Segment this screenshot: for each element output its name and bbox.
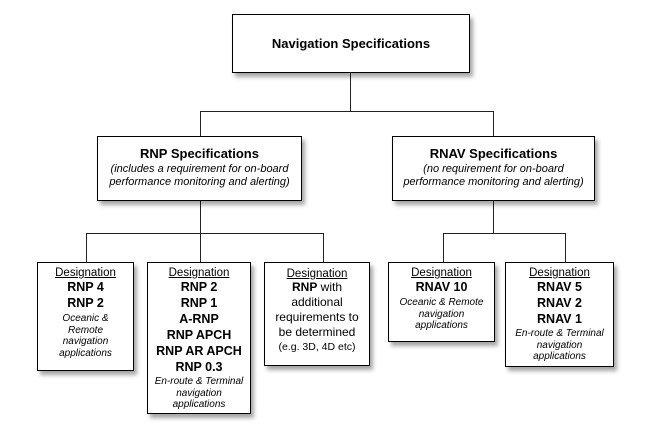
leaf-rnp-future: Designation RNP with additional requirem… (264, 262, 370, 366)
rnp-subtitle: (includes a requirement for on-board per… (109, 163, 290, 188)
root-title: Navigation Specifications (271, 36, 431, 51)
connector-rnav-leaf-1 (443, 233, 445, 262)
designation-label: Designation (286, 268, 348, 280)
spec-code: RNP 0.3 (175, 360, 223, 374)
leaf-rnav-enroute: Designation RNAV 5 RNAV 2 RNAV 1 En-rout… (505, 262, 614, 367)
rnav-specifications-node: RNAV Specifications (no requirement for … (392, 136, 595, 201)
spec-code: RNAV 1 (537, 312, 582, 326)
application-note: En-route & Terminal navigation applicati… (154, 376, 244, 410)
connector-rnp-trunk (200, 201, 202, 234)
application-note: Oceanic & Remote navigation applications (59, 313, 112, 359)
connector-rnp-bar (86, 233, 323, 235)
application-note: En-route & Terminal navigation applicati… (515, 328, 604, 362)
spec-code: RNP (291, 280, 318, 294)
connector-rnp-leaf-2 (200, 233, 202, 262)
leaf-rnp-enroute: Designation RNP 2 RNP 1 A-RNP RNP APCH R… (147, 262, 251, 414)
spec-code: RNP AR APCH (156, 344, 242, 358)
connector-root-bar (200, 111, 493, 113)
connector-root-trunk (350, 72, 352, 112)
spec-code: RNAV 2 (537, 296, 582, 310)
connector-to-rnav (493, 111, 495, 136)
root-node: Navigation Specifications (232, 14, 470, 73)
designation-label: Designation (55, 267, 116, 279)
application-note: Oceanic & Remote navigation applications (399, 297, 484, 331)
designation-label: Designation (529, 267, 590, 279)
rnav-subtitle: (no requirement for on-board performance… (403, 163, 584, 188)
rnp-specifications-node: RNP Specifications (includes a requireme… (97, 136, 302, 201)
spec-code: A-RNP (179, 312, 219, 326)
connector-rnp-leaf-3 (323, 233, 325, 262)
spec-code: RNP 1 (180, 296, 218, 310)
spec-code: RNP APCH (166, 328, 232, 342)
future-spec-description: RNP with additional requirements to be d… (265, 280, 369, 340)
future-spec-text: with additional requirements to be deter… (275, 280, 359, 339)
connector-to-rnp (200, 111, 202, 136)
spec-code: RNAV 10 (415, 280, 468, 294)
leaf-rnp-oceanic: Designation RNP 4 RNP 2 Oceanic & Remote… (37, 262, 134, 371)
connector-rnav-leaf-2 (565, 233, 567, 262)
leaf-rnav-oceanic: Designation RNAV 10 Oceanic & Remote nav… (388, 262, 495, 342)
designation-label: Designation (411, 267, 472, 279)
rnp-title: RNP Specifications (140, 146, 259, 161)
connector-rnav-bar (443, 233, 565, 235)
spec-code: RNP 4 (67, 280, 104, 294)
spec-code: RNP 2 (67, 296, 104, 310)
connector-rnav-trunk (493, 201, 495, 234)
spec-code: RNP 2 (180, 280, 218, 294)
designation-label: Designation (168, 267, 230, 279)
connector-rnp-leaf-1 (86, 233, 88, 262)
spec-code: RNAV 5 (537, 280, 582, 294)
rnav-title: RNAV Specifications (429, 146, 558, 161)
future-spec-example: (e.g. 3D, 4D etc) (278, 341, 356, 353)
